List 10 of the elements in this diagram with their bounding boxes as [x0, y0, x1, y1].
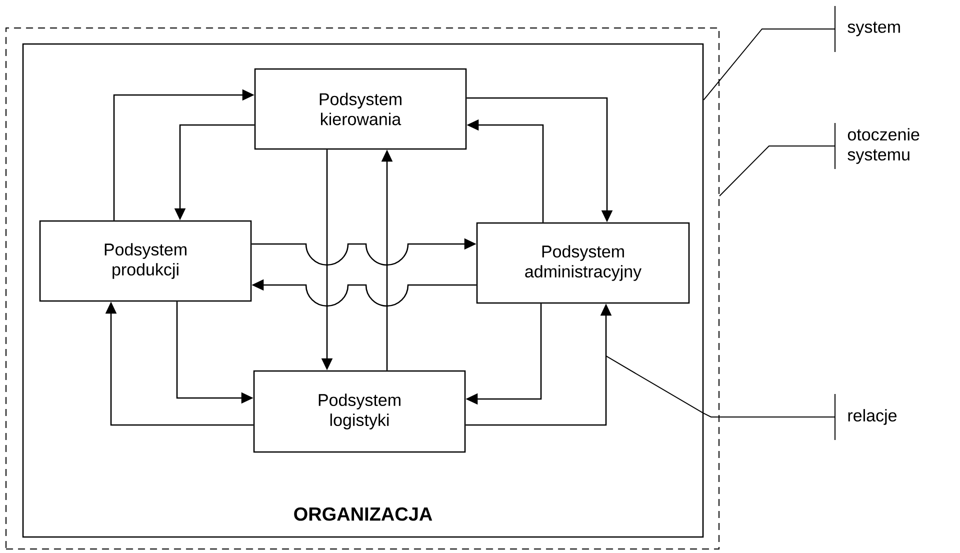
legend-label: relacje: [848, 409, 897, 425]
subsystem-box: Podsystem logistyki: [253, 370, 466, 453]
subsystem-box: Podsystem produkcji: [39, 220, 252, 302]
subsystem-box: Podsystem administracyjny: [476, 222, 690, 304]
legend-label: otoczenie systemu: [848, 128, 920, 164]
leader-line: [719, 146, 836, 196]
leader-line: [703, 28, 836, 100]
leader-line: [606, 355, 836, 418]
subsystem-box: Podsystem kierowania: [254, 68, 467, 150]
legend-label: system: [848, 22, 900, 36]
